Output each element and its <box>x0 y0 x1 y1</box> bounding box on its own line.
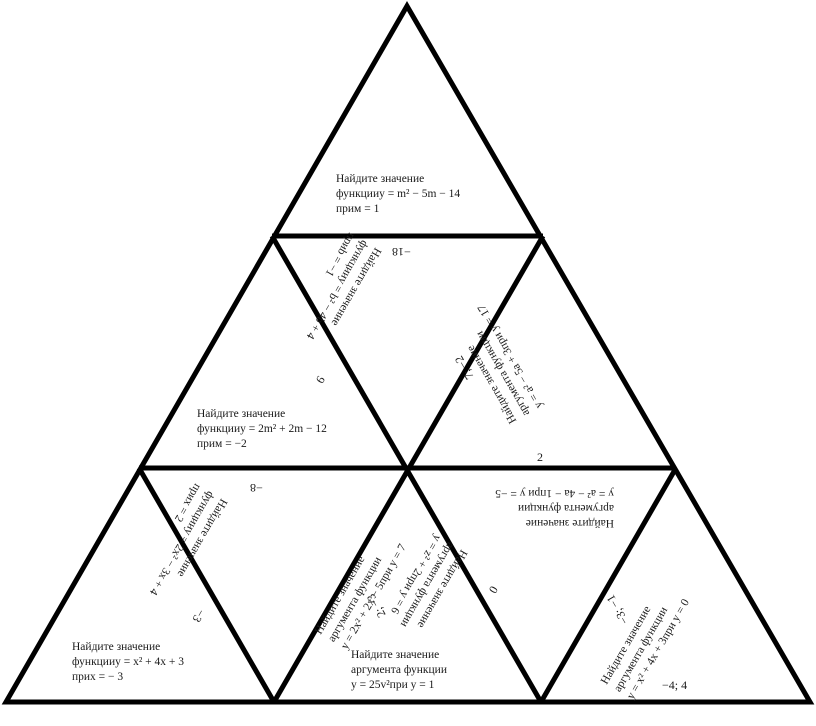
task-line: аргумента функции <box>518 502 614 514</box>
task-line: функцииу = 2m² + 2m − 12 <box>197 423 327 435</box>
task-line: прим = 1 <box>336 203 380 215</box>
answer-label: 2 <box>537 450 543 464</box>
task-line: прим = −2 <box>197 438 247 450</box>
task-bottom-left: Найдите значение функцииу = x² + 4x + 3 … <box>72 640 184 685</box>
task-mid-left: Найдите значение функцииу = 2m² + 2m − 1… <box>197 407 327 452</box>
task-line: аргумента функции <box>351 664 447 676</box>
task-line: прих = − 3 <box>72 671 124 683</box>
answer-label: −18 <box>392 245 411 259</box>
task-line: Найдите значение <box>336 173 425 185</box>
task-line: функцииу = m² − 5m − 14 <box>336 188 461 200</box>
task-bottom-center: Найдите значение аргумента функции y = 2… <box>351 648 447 693</box>
task-line: Найдите значение <box>351 649 440 661</box>
task-top: Найдите значение функцииу = m² − 5m − 14… <box>336 172 460 217</box>
task-line: Найдите значение <box>525 517 614 529</box>
answer-label: −8 <box>250 481 263 495</box>
task-line: y = a² − 4a − 1при y = −5 <box>495 487 614 499</box>
right-inner-diagonal <box>271 234 546 704</box>
task-line: y = 25v²при y = 1 <box>351 679 435 691</box>
task-line: функцииу = x² + 4x + 3 <box>72 656 185 668</box>
task-line: Найдите значение <box>197 408 286 420</box>
task-line: Найдите значение <box>72 641 161 653</box>
far-right-diagonal <box>538 466 679 704</box>
answer-label: −4; 4 <box>662 678 688 692</box>
far-left-diagonal <box>136 466 277 704</box>
task-center-right: Найдите значение аргумента функции y = a… <box>495 485 614 530</box>
outer-triangle <box>1 1 815 705</box>
